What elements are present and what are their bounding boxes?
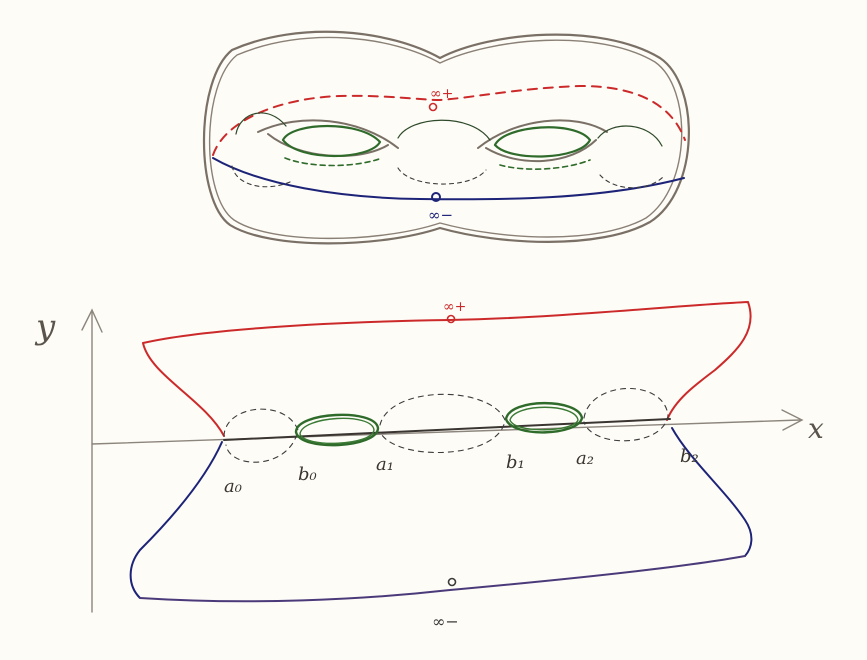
sheet <box>131 302 752 601</box>
surface-fold-right <box>598 126 662 146</box>
x-axis-label: x <box>808 412 824 445</box>
label-a0: a₀ <box>224 476 242 497</box>
green-cycle-b1-a2-second <box>510 407 578 430</box>
right-hole-green-loop <box>495 127 590 156</box>
surface-fold-right-dashed <box>600 175 665 188</box>
label-a2: a₂ <box>576 448 594 469</box>
y-axis-label: y <box>34 307 56 347</box>
surface-inf-plus-label: ∞+ <box>430 86 453 102</box>
label-b2: b₂ <box>680 446 699 467</box>
lower-boundary-purple <box>140 556 745 601</box>
plane-inf-plus-label: ∞+ <box>443 299 466 315</box>
plane-inf-minus-label: ∞− <box>432 612 459 631</box>
plane-inf-minus-point <box>449 579 456 586</box>
surface-fold-middle <box>398 120 490 140</box>
dashed-loop-right <box>584 388 668 440</box>
real-cut-segment <box>224 419 670 440</box>
label-a1: a₁ <box>376 454 394 475</box>
surface-inf-minus-label: ∞− <box>428 206 453 224</box>
surface-inf-plus-point <box>430 104 437 111</box>
green-cycle-b0-a1-second <box>300 418 374 443</box>
left-hole-green-dashed <box>285 158 382 166</box>
x-axis <box>92 420 800 444</box>
lower-boundary-blue-left <box>131 442 222 598</box>
surface-front-curve-blue <box>213 158 684 199</box>
label-b1: b₁ <box>506 452 525 473</box>
label-b0: b₀ <box>298 464 317 485</box>
left-hole-upper-lip <box>258 120 398 148</box>
surface-fold-middle-dashed <box>398 168 486 184</box>
dashed-loop-left <box>224 409 298 462</box>
dashed-loop-middle <box>380 394 505 452</box>
upper-boundary-red <box>143 302 751 436</box>
